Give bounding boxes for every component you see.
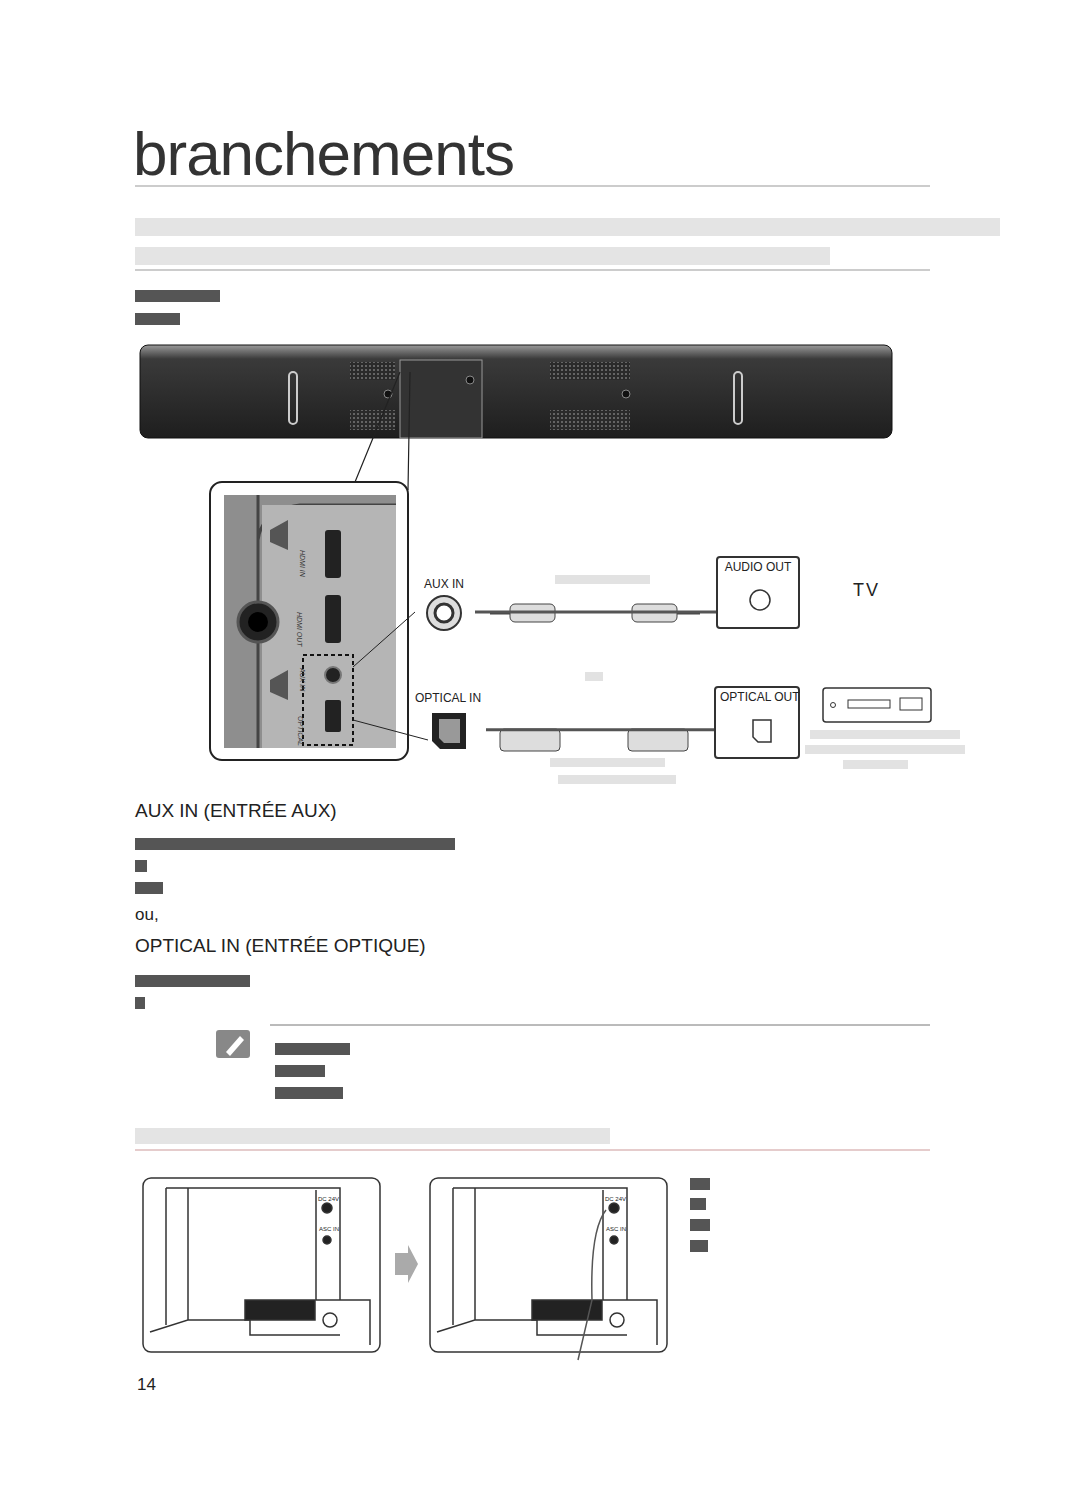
output-port-box: OPTICAL OUT (714, 686, 800, 759)
port-label: OPTICAL OUT (720, 691, 794, 704)
port-label: OPTICAL IN (410, 692, 486, 705)
section-heading: AUX IN (ENTRÉE AUX) (135, 800, 337, 822)
port-label: AUX IN (413, 578, 475, 591)
port-name: OPTICAL (297, 716, 304, 746)
output-port-box: AUDIO OUT (716, 556, 800, 629)
optout-symbol (720, 704, 794, 754)
page-title: branchements (133, 118, 514, 189)
port-name: AUX IN (299, 668, 306, 691)
cable (486, 728, 714, 731)
port-name: HDMI OUT (296, 612, 303, 647)
optin-symbol (410, 705, 486, 753)
page-number: 14 (137, 1375, 156, 1395)
port-name: ASC IN (319, 1226, 339, 1232)
port-name: DC 24V (605, 1196, 626, 1202)
input-port: AUX IN (413, 578, 475, 633)
port-label: AUDIO OUT (722, 561, 794, 574)
port-name: HDMI IN (299, 550, 306, 577)
port-name: DC 24V (318, 1196, 339, 1202)
cable (475, 611, 716, 614)
jack-symbol (413, 591, 475, 633)
port-name: ASC IN (606, 1226, 626, 1232)
conjunction: ou, (135, 905, 159, 925)
device-name: TV (853, 580, 880, 601)
input-port: OPTICAL IN (410, 692, 486, 753)
section-heading: OPTICAL IN (ENTRÉE OPTIQUE) (135, 935, 426, 957)
audioout-symbol (722, 574, 794, 624)
